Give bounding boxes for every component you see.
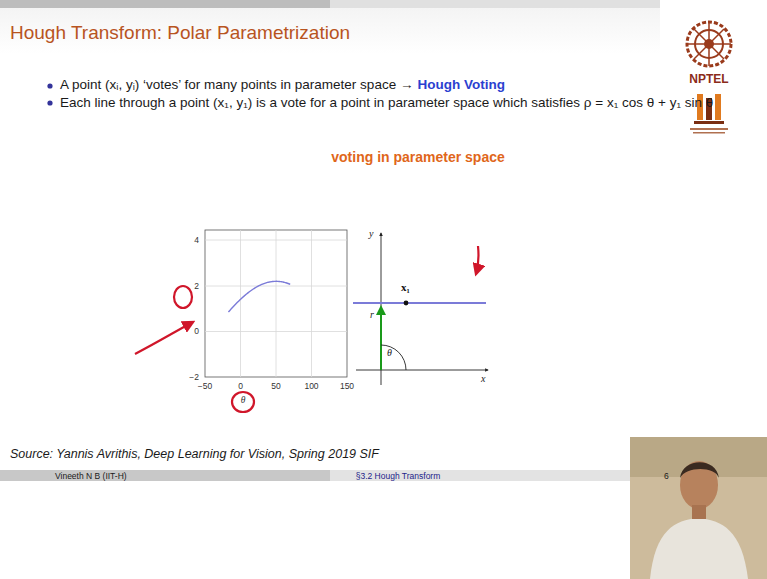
title-band: [0, 8, 660, 54]
footer-author: Vineeth N B (IIT-H): [55, 471, 127, 482]
tick-label: 50: [271, 381, 280, 392]
distance-label: r: [370, 309, 374, 322]
tick-label: −50: [198, 381, 212, 392]
source-note: Source: Yannis Avrithis, Deep Learning f…: [10, 447, 379, 463]
header-stripe: [0, 0, 330, 8]
rho-theta-plot: [205, 230, 347, 377]
hough-curve: [228, 281, 290, 312]
logo-text: NPTEL: [689, 72, 728, 87]
bullet-text: Each line through a point (x₁, y₁) is a …: [60, 94, 740, 112]
footer-bar: [0, 470, 330, 481]
pen-annotation: [135, 246, 479, 412]
point-label: x₁: [401, 281, 410, 295]
axis-label: y: [369, 228, 373, 241]
figure-heading: voting in parameter space: [331, 149, 505, 167]
page-number: 6: [664, 471, 669, 482]
bullet-dot: [47, 100, 52, 105]
tick-label: 2: [194, 281, 199, 292]
tick-label: 150: [340, 381, 354, 392]
line-geometry-figure: [353, 233, 488, 385]
bullet-dot: [47, 83, 52, 88]
tick-label: 4: [194, 235, 199, 246]
tick-label: −2: [189, 372, 199, 383]
footer-section: §3.2 Hough Transform: [356, 471, 441, 482]
presenter-video: [630, 437, 767, 579]
header-stripe: [330, 0, 660, 8]
nptel-logo: [687, 22, 731, 66]
slide-title: Hough Transform: Polar Parametrization: [10, 21, 350, 45]
tick-label: 0: [238, 381, 243, 392]
bullet-text: A point (xᵢ, yᵢ) ‘votes’ for many points…: [60, 77, 413, 94]
highlight-term: Hough Voting: [417, 77, 504, 94]
axis-label: x: [481, 373, 485, 386]
axis-label: θ: [241, 395, 246, 407]
tick-label: 100: [304, 381, 318, 392]
tick-label: 0: [194, 326, 199, 337]
angle-label: θ: [387, 347, 392, 360]
